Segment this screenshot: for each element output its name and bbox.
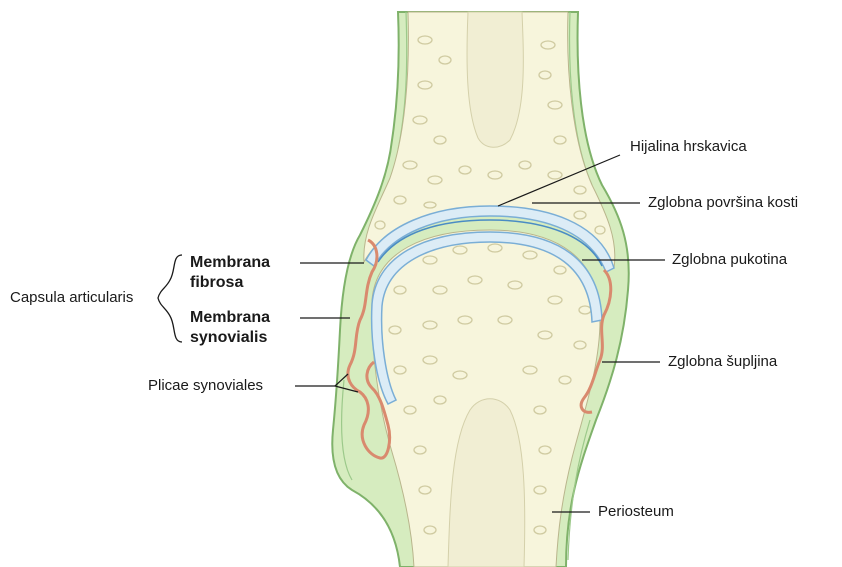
label-membrana-synovialis-line2: synovialis — [190, 329, 267, 347]
label-zglobna-pukotina: Zglobna pukotina — [672, 251, 787, 269]
label-capsula-articularis: Capsula articularis — [10, 289, 133, 307]
label-membrana-fibrosa-line2: fibrosa — [190, 274, 243, 292]
upper-marrow — [467, 12, 523, 147]
label-membrana-synovialis-line1: Membrana — [190, 309, 270, 327]
label-hijalina-hrskavica: Hijalina hrskavica — [630, 138, 747, 156]
label-periosteum: Periosteum — [598, 503, 674, 521]
label-plicae-synoviales: Plicae synoviales — [148, 377, 263, 395]
label-zglobna-supljina: Zglobna šupljina — [668, 353, 777, 371]
label-membrana-fibrosa-line1: Membrana — [190, 254, 270, 272]
capsula-brace — [158, 255, 182, 342]
label-zglobna-povrsina-kosti: Zglobna površina kosti — [648, 194, 798, 212]
